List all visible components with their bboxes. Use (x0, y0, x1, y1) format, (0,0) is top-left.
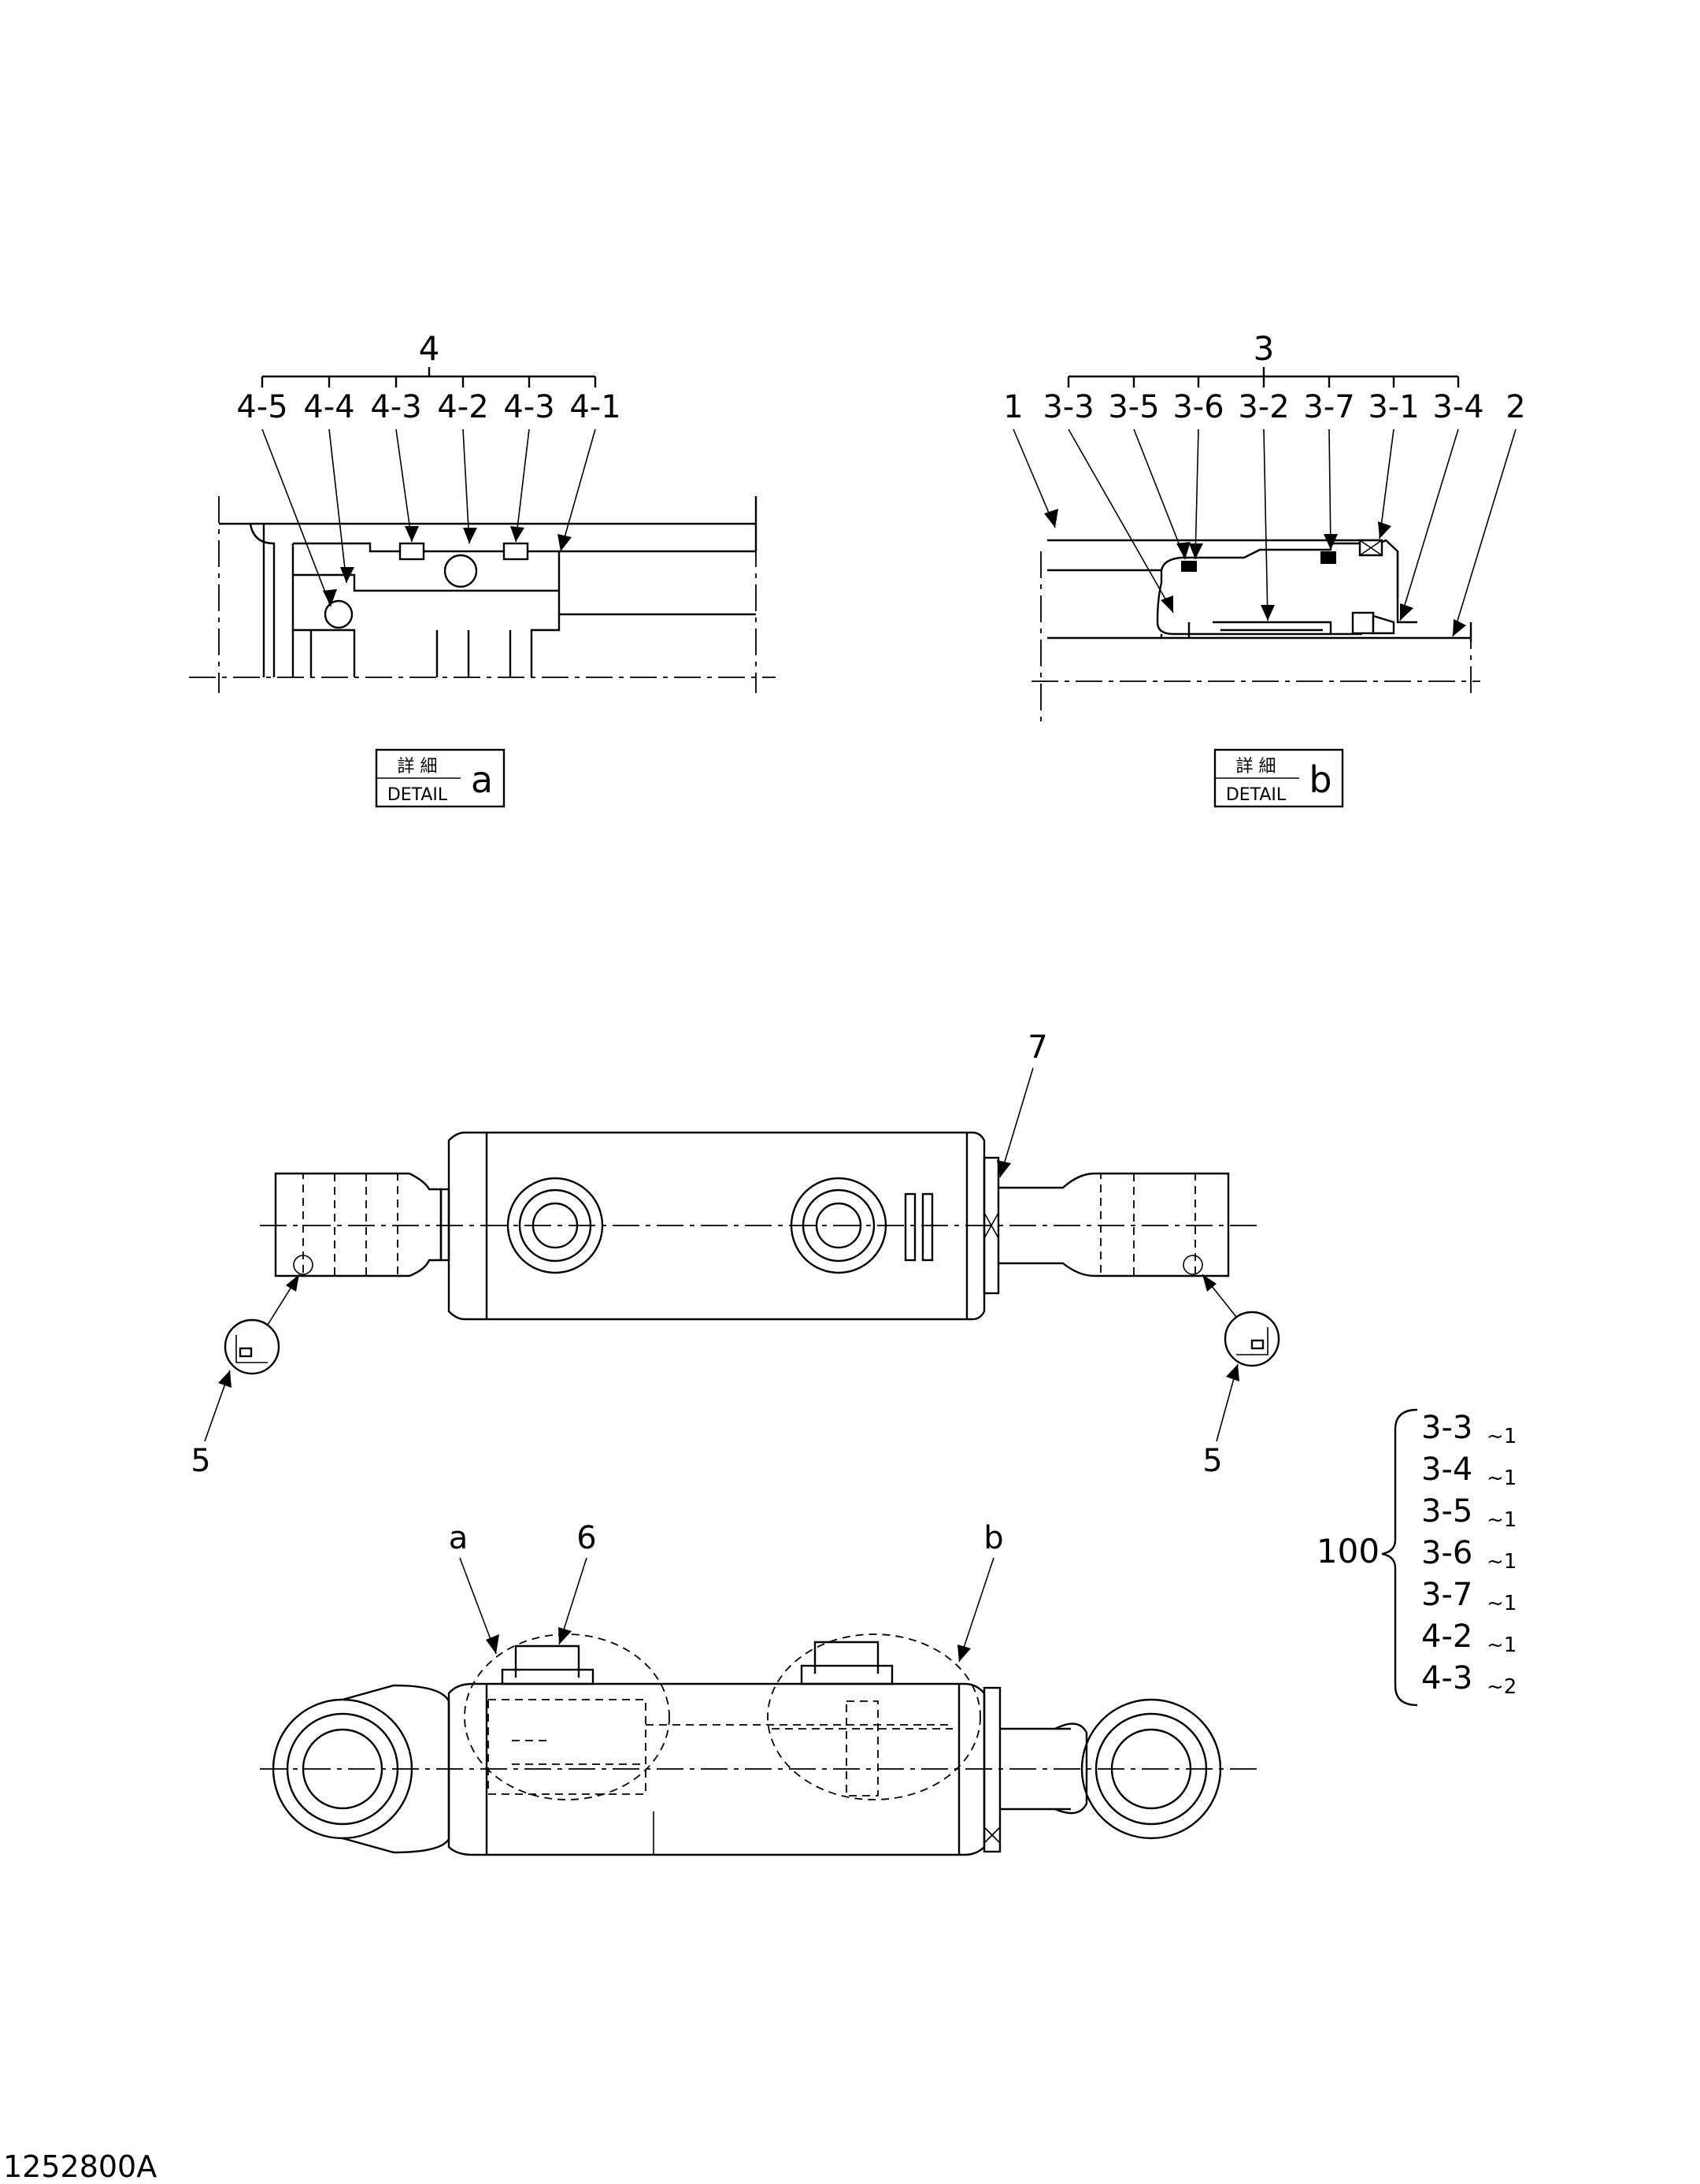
kit-item-qty: ~1 (1487, 1592, 1517, 1615)
kit-item-qty: ~1 (1487, 1550, 1517, 1574)
callout-4-1: 4-1 (569, 389, 620, 425)
callout-3-6: 3-6 (1172, 389, 1224, 425)
side-view-cylinder: a 6 b (260, 1520, 1260, 1856)
kit-item: 3-6 ~1 (1421, 1535, 1517, 1574)
seal-kit-list: 100 3-3 ~1 3-4 ~1 3-5 ~1 3-6 ~1 3-7 ~1 4… (1317, 1408, 1517, 1707)
kit-item-qty: ~1 (1487, 1633, 1517, 1657)
kit-item: 3-3 ~1 (1421, 1410, 1517, 1448)
callout-5-right: 5 (1202, 1443, 1222, 1479)
kit-item: 3-4 ~1 (1421, 1452, 1517, 1490)
kit-item-qty: ~2 (1487, 1675, 1517, 1699)
detail-a-caption-letter: a (471, 758, 493, 801)
callout-a: a (449, 1520, 469, 1556)
callout-3-5: 3-5 (1108, 389, 1159, 425)
detail-a-caption: 詳 細 DETAIL a (375, 748, 506, 808)
drawing-number: 1252800A (3, 2149, 157, 2184)
kit-item-part: 4-2 (1421, 1619, 1472, 1655)
callout-3-4: 3-4 (1432, 389, 1483, 425)
kit-item-part: 3-4 (1421, 1452, 1472, 1488)
callout-1: 1 (1003, 389, 1023, 425)
kit-item: 3-7 ~1 (1421, 1577, 1517, 1615)
detail-b-caption-en: DETAIL (1226, 785, 1287, 805)
callout-b: b (983, 1520, 1003, 1556)
detail-a-group-label: 4 (419, 329, 440, 368)
callout-3-3: 3-3 (1043, 389, 1094, 425)
detail-a-caption-en: DETAIL (387, 785, 448, 805)
callout-7: 7 (1028, 1029, 1047, 1066)
kit-item-part: 3-3 (1421, 1410, 1472, 1446)
detail-b-group-label: 3 (1254, 329, 1275, 368)
kit-item-qty: ~1 (1487, 1425, 1517, 1448)
top-view-cylinder: 7 5 5 (191, 1029, 1280, 1479)
callout-4-5: 4-5 (236, 389, 287, 425)
callout-4-3-left: 4-3 (370, 389, 421, 425)
callout-5-left: 5 (191, 1443, 210, 1479)
kit-label: 100 (1317, 1532, 1380, 1570)
callout-4-3-right: 4-3 (503, 389, 554, 425)
callout-4-4: 4-4 (303, 389, 354, 425)
kit-item-part: 4-3 (1421, 1660, 1472, 1696)
callout-3-7: 3-7 (1303, 389, 1354, 425)
kit-item-part: 3-5 (1421, 1493, 1472, 1530)
callout-6: 6 (576, 1520, 596, 1556)
kit-item-part: 3-6 (1421, 1535, 1472, 1571)
kit-item-qty: ~1 (1487, 1467, 1517, 1490)
detail-b-caption: 詳 細 DETAIL b (1213, 748, 1344, 808)
kit-item: 3-5 ~1 (1421, 1493, 1517, 1532)
detail-b-caption-letter: b (1309, 758, 1331, 801)
callout-3-2: 3-2 (1238, 389, 1289, 425)
detail-b: 3 1 3-3 3-5 3-6 3-2 3-7 3-1 3-4 2 (1003, 329, 1526, 808)
callout-3-1: 3-1 (1368, 389, 1419, 425)
detail-a-caption-jp: 詳 細 (398, 757, 438, 777)
kit-item-qty: ~1 (1487, 1508, 1517, 1532)
detail-b-caption-jp: 詳 細 (1236, 757, 1276, 777)
callout-4-2: 4-2 (437, 389, 488, 425)
kit-item: 4-3 ~2 (1421, 1660, 1517, 1699)
detail-a: 4 4-5 4-4 4-3 4-2 4-3 4-1 (189, 329, 776, 808)
callout-2: 2 (1506, 389, 1525, 425)
kit-item: 4-2 ~1 (1421, 1619, 1517, 1657)
kit-item-part: 3-7 (1421, 1577, 1472, 1613)
